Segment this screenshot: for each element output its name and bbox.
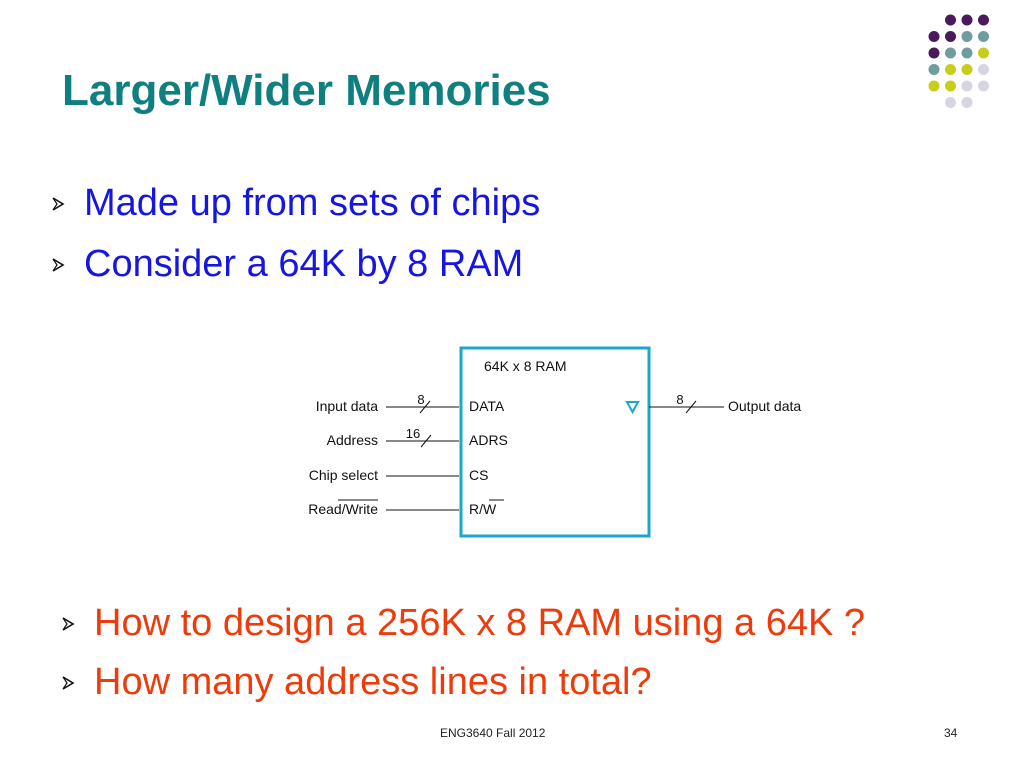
read-label: Read/ bbox=[308, 501, 345, 517]
bullet-text: How to design a 256K x 8 RAM using a 64K… bbox=[94, 602, 866, 644]
decorative-dot bbox=[945, 47, 956, 59]
bullet-item-4: How many address lines in total? bbox=[58, 661, 652, 704]
arrow-bullet-icon bbox=[52, 196, 65, 211]
page-number: 34 bbox=[944, 726, 958, 740]
address-width: 16 bbox=[406, 426, 420, 441]
decorative-dot bbox=[978, 80, 989, 92]
decorative-dot bbox=[945, 64, 956, 75]
port-w: W bbox=[483, 501, 497, 517]
bullet-item-1: Made up from sets of chips bbox=[48, 182, 540, 225]
tristate-triangle-icon bbox=[625, 401, 640, 415]
decorative-dot bbox=[928, 80, 940, 92]
chip-title: 64K x 8 RAM bbox=[484, 358, 566, 374]
decorative-dot bbox=[978, 14, 989, 26]
decorative-dot bbox=[928, 31, 940, 42]
chip-select-label: Chip select bbox=[309, 467, 378, 483]
bus-slash bbox=[420, 434, 432, 448]
decorative-dot bbox=[961, 64, 973, 75]
footer-course: ENG3640 Fall 2012 bbox=[440, 726, 546, 740]
decorative-dot bbox=[961, 47, 973, 59]
read-write-label: Read/Write bbox=[308, 501, 378, 517]
decorative-dot bbox=[945, 14, 956, 26]
output-data-label: Output data bbox=[728, 398, 801, 414]
ram-chip-box bbox=[459, 346, 651, 538]
input-data-width: 8 bbox=[417, 392, 424, 407]
decorative-dot bbox=[928, 47, 940, 59]
bus-slash bbox=[685, 400, 697, 414]
slide-title: Larger/Wider Memories bbox=[62, 66, 551, 115]
bullet-text: Made up from sets of chips bbox=[84, 182, 541, 224]
decorative-dot bbox=[945, 31, 956, 42]
bullet-item-3: How to design a 256K x 8 RAM using a 64K… bbox=[58, 602, 865, 645]
input-data-label: Input data bbox=[316, 398, 378, 414]
port-r: R/ bbox=[469, 501, 483, 517]
decorative-dot bbox=[978, 31, 989, 42]
arrow-bullet-icon bbox=[62, 675, 75, 690]
bus-slash bbox=[419, 400, 431, 414]
arrow-bullet-icon bbox=[52, 257, 65, 272]
decorative-dot bbox=[961, 97, 973, 108]
bullet-text: Consider a 64K by 8 RAM bbox=[84, 243, 524, 285]
decorative-dot bbox=[961, 14, 973, 26]
bullet-text: How many address lines in total? bbox=[94, 661, 652, 703]
decorative-dot bbox=[961, 80, 973, 92]
arrow-bullet-icon bbox=[62, 616, 75, 631]
bullet-item-2: Consider a 64K by 8 RAM bbox=[48, 243, 523, 286]
address-label: Address bbox=[327, 432, 378, 448]
write-label: Write bbox=[346, 501, 379, 517]
decorative-dot bbox=[978, 47, 989, 59]
decorative-dot bbox=[945, 97, 956, 108]
decorative-dot bbox=[945, 80, 956, 92]
decorative-dot bbox=[928, 64, 940, 75]
output-data-width: 8 bbox=[676, 392, 683, 407]
port-adrs: ADRS bbox=[469, 432, 508, 448]
port-data: DATA bbox=[469, 398, 505, 414]
decorative-dot-grid bbox=[928, 14, 989, 108]
port-cs: CS bbox=[469, 467, 488, 483]
decorative-dot bbox=[961, 31, 973, 42]
port-rw: R/W bbox=[469, 501, 497, 517]
decorative-dot bbox=[978, 64, 989, 75]
